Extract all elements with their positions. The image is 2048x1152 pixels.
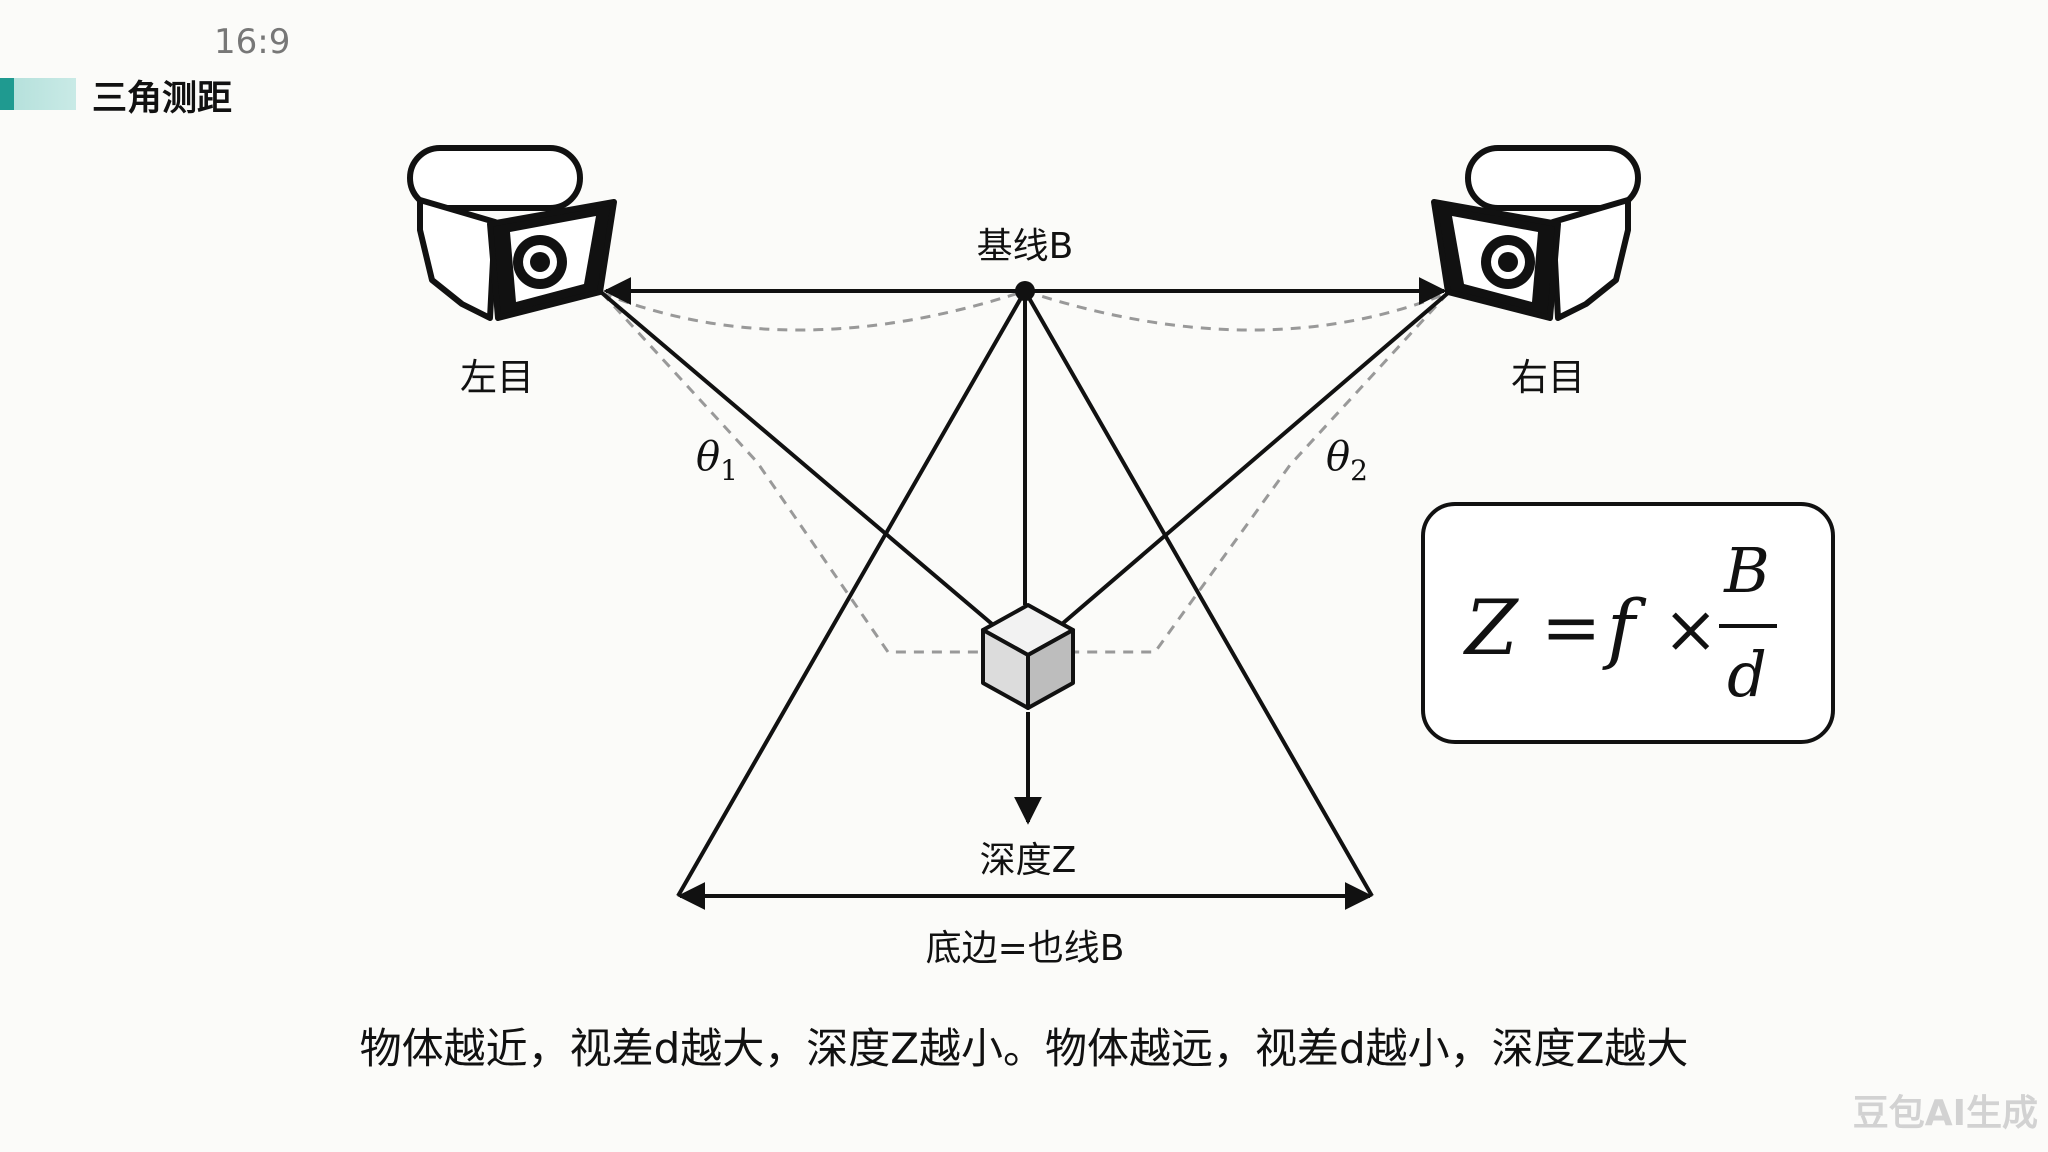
formula-denominator: d: [1727, 638, 1767, 711]
formula-times: ×: [1663, 591, 1718, 668]
right-sight-line: [1060, 291, 1450, 626]
right-fov-dashed-curve: [1024, 289, 1449, 332]
triangle-right-edge: [1023, 290, 1374, 897]
right-sight-dashed: [1053, 291, 1450, 654]
right-camera-icon: [1431, 145, 1641, 321]
page-title: 三角测距: [92, 79, 233, 119]
baseline-label: 基线B: [977, 226, 1074, 267]
left-camera-label: 左目: [460, 356, 534, 399]
left-sight-line: [600, 291, 994, 626]
left-camera-icon: [407, 145, 617, 321]
title-accent-bar: [0, 78, 76, 110]
caption-text: 物体越近，视差d越大，深度Z越小。物体越远，视差d越小，深度Z越大: [359, 1024, 1689, 1073]
base-edge-label: 底边=也线B: [926, 928, 1125, 969]
aspect-ratio-label: 16:9: [214, 22, 291, 62]
watermark: 豆包AI生成: [1852, 1093, 2038, 1134]
depth-formula: Z = f × B d: [1463, 534, 1777, 711]
cube-icon: [981, 603, 1075, 710]
triangle-left-edge: [676, 290, 1027, 897]
right-camera-label: 右目: [1511, 356, 1585, 399]
formula-box: Z = f × B d: [1421, 502, 1835, 744]
depth-label: 深度Z: [980, 840, 1077, 881]
theta1-label: θ1: [696, 434, 738, 487]
formula-equals: =: [1541, 585, 1601, 669]
formula-f: f: [1602, 583, 1647, 672]
left-fov-dashed-curve: [601, 289, 1026, 332]
theta2-label: θ2: [1326, 434, 1368, 487]
formula-numerator: B: [1723, 534, 1770, 607]
left-sight-dashed: [600, 291, 1008, 654]
formula-z: Z: [1463, 583, 1519, 672]
baseline-center-dot: [1015, 281, 1035, 301]
